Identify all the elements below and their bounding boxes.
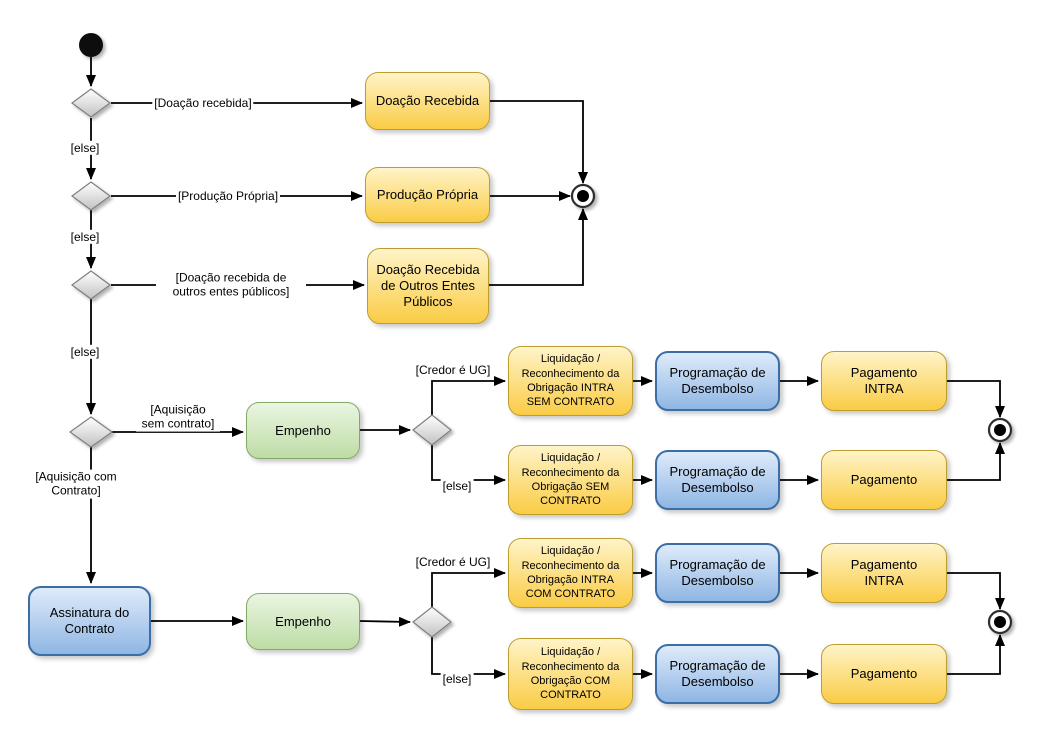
edge-pagamento2-to-final3 [947, 634, 1005, 675]
initial-node [79, 33, 103, 57]
activity-empenho-2: Empenho [246, 593, 360, 650]
edge-decision5-to-liq-sem [431, 445, 506, 485]
activity-pagamento-1: Pagamento [821, 450, 947, 510]
guard-credor-e-ug-2: [Credor é UG] [413, 554, 493, 570]
final-node-3 [987, 609, 1013, 635]
edge-decision6-to-liq-com [431, 637, 506, 679]
activity-programacao-desembolso-1: Programação de Desembolso [655, 351, 780, 411]
activity-liquidacao-com-contrato: Liquidação / Reconhecimento da Obrigação… [508, 638, 633, 710]
decision-node-3 [70, 270, 112, 300]
guard-doacao-recebida: [Doação recebida] [152, 95, 254, 111]
guard-else-5: [else] [440, 671, 474, 687]
guard-producao-propria: [Produção Própria] [175, 188, 281, 204]
activity-liquidacao-intra-com-contrato: Liquidação / Reconhecimento da Obrigação… [508, 538, 633, 608]
decision-node-1 [70, 88, 112, 118]
activity-doacao-recebida: Doação Recebida [365, 72, 490, 130]
activity-programacao-desembolso-3: Programação de Desembolso [655, 543, 780, 603]
activity-liquidacao-sem-contrato: Liquidação / Reconhecimento da Obrigação… [508, 445, 633, 515]
guard-else-4: [else] [440, 478, 474, 494]
guard-credor-e-ug-1: [Credor é UG] [413, 362, 493, 378]
guard-aquisicao-com-contrato: [Aquisição com Contrato] [26, 469, 126, 499]
edge-decision6-to-liq-intra-com [431, 568, 506, 607]
guard-else-1: [else] [68, 140, 102, 156]
activity-pagamento-intra-2: Pagamento INTRA [821, 543, 947, 603]
activity-pagamento-2: Pagamento [821, 644, 947, 704]
activity-doacao-outros-entes: Doação Recebida de Outros Entes Públicos [367, 248, 489, 324]
edge-pagamento1-to-final2 [947, 442, 1005, 481]
guard-aquisicao-sem-contrato: [Aquisição sem contrato] [136, 402, 220, 432]
final-node-1 [570, 183, 596, 209]
activity-producao-propria: Produção Própria [365, 167, 490, 223]
activity-assinatura-contrato: Assinatura do Contrato [28, 586, 151, 656]
edge-empenho2-to-decision6 [359, 616, 411, 627]
edge-pag-intra2-to-final3 [947, 572, 1005, 610]
decision-node-2 [70, 181, 112, 211]
edge-decision5-to-liq-intra-sem [431, 376, 506, 415]
edge-pag-intra1-to-final2 [947, 380, 1005, 418]
activity-programacao-desembolso-4: Programação de Desembolso [655, 644, 780, 704]
edge-doacao-outros-to-final1 [489, 208, 588, 286]
decision-node-6 [412, 606, 452, 638]
activity-pagamento-intra-1: Pagamento INTRA [821, 351, 947, 411]
edge-doacao-recebida-to-final1 [490, 100, 588, 184]
activity-programacao-desembolso-2: Programação de Desembolso [655, 450, 780, 510]
guard-else-3: [else] [68, 344, 102, 360]
decision-node-5 [412, 414, 452, 446]
guard-else-2: [else] [68, 229, 102, 245]
activity-empenho-1: Empenho [246, 402, 360, 459]
final-node-2 [987, 417, 1013, 443]
decision-node-4 [68, 416, 114, 448]
activity-liquidacao-intra-sem-contrato: Liquidação / Reconhecimento da Obrigação… [508, 346, 633, 416]
guard-doacao-outros: [Doação recebida de outros entes público… [156, 270, 306, 300]
